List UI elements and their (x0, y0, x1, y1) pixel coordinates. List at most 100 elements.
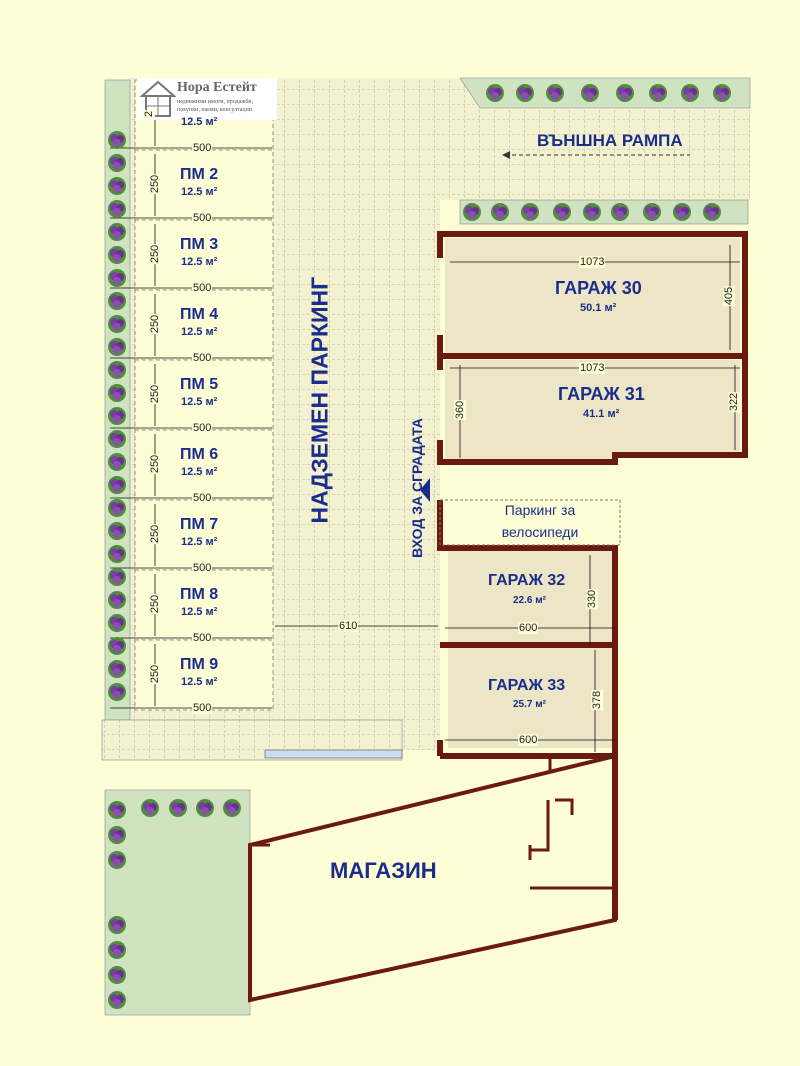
plant-icon (108, 246, 126, 264)
spot-label: ПМ 8 (180, 586, 219, 603)
dim-width: 500 (192, 562, 213, 574)
spot-area: 12.5 м² (181, 536, 218, 548)
spot-label: ПМ 6 (180, 446, 219, 463)
spot-area: 12.5 м² (181, 676, 218, 688)
plant-icon (108, 591, 126, 609)
plant-icon (681, 84, 699, 102)
plant-icon (108, 683, 126, 701)
dim-depth: 250 (149, 593, 162, 615)
plant-icon (108, 851, 126, 869)
spot-label: ПМ 5 (180, 376, 219, 393)
spot-area: 12.5 м² (181, 396, 218, 408)
planter-top (459, 77, 751, 109)
plant-icon (521, 203, 539, 221)
store-label: МАГАЗИН (330, 858, 437, 883)
plant-icon (643, 203, 661, 221)
logo: Нора Естейт недвижими имоти, продажби, п… (137, 78, 277, 120)
spot-area: 12.5 м² (181, 326, 218, 338)
dim-width: 500 (192, 142, 213, 154)
plant-icon (108, 637, 126, 655)
dim-depth: 250 (149, 243, 162, 265)
bike-parking-area (439, 499, 621, 546)
plant-icon (108, 499, 126, 517)
spot-label: ПМ 7 (180, 516, 219, 533)
plant-icon (108, 801, 126, 819)
garage-title: ГАРАЖ 32 (488, 572, 566, 589)
dim-width: 500 (192, 282, 213, 294)
garage-31-area (445, 360, 740, 460)
plant-icon (108, 941, 126, 959)
plant-icon (108, 177, 126, 195)
dim-depth: 250 (149, 313, 162, 335)
garage-area: 25.7 м² (513, 699, 546, 710)
garage-title: ГАРАЖ 33 (488, 677, 566, 694)
dim-depth: 330 (586, 588, 599, 610)
plant-icon (108, 407, 126, 425)
plant-icon (108, 916, 126, 934)
plant-icon (169, 799, 187, 817)
dim-width: 500 (192, 492, 213, 504)
garage-33-area (448, 648, 613, 748)
outer-ramp-label: ВЪНШНА РАМПА (537, 131, 683, 150)
dim-width: 500 (192, 352, 213, 364)
dim-width: 1073 (579, 256, 606, 268)
dim-depth: 250 (149, 453, 162, 475)
plant-icon (108, 292, 126, 310)
plant-icon (108, 568, 126, 586)
bike-parking-label-1: Паркинг за (504, 502, 576, 518)
spot-label: ПМ 4 (180, 306, 219, 323)
spot-label: ПМ 3 (180, 236, 219, 253)
garage-area: 22.6 м² (513, 595, 546, 606)
plant-icon (673, 203, 691, 221)
garage-title: ГАРАЖ 31 (558, 384, 645, 404)
plant-icon (108, 476, 126, 494)
dim-depth: 250 (149, 383, 162, 405)
garage-area: 41.1 м² (583, 408, 620, 420)
grate (264, 749, 403, 759)
spot-label: ПМ 2 (180, 166, 219, 183)
plant-icon (108, 991, 126, 1009)
dim-depth: 250 (149, 523, 162, 545)
plant-icon (108, 966, 126, 984)
plant-icon (108, 453, 126, 471)
dim-depth: 378 (591, 689, 604, 711)
bike-parking-label-2: велосипеди (501, 524, 579, 540)
plant-icon (108, 660, 126, 678)
plant-icon (108, 826, 126, 844)
spot-area: 12.5 м² (181, 606, 218, 618)
dim-width: 600 (518, 622, 539, 634)
plant-icon (713, 84, 731, 102)
dim-depth: 250 (149, 663, 162, 685)
plant-icon (583, 203, 601, 221)
plant-icon (108, 269, 126, 287)
plant-icon (108, 361, 126, 379)
spot-area: 12.5 м² (181, 186, 218, 198)
plant-icon (611, 203, 629, 221)
spot-area: 12.5 м² (181, 256, 218, 268)
plant-icon (463, 203, 481, 221)
plant-icon (108, 545, 126, 563)
plant-icon (108, 315, 126, 333)
dim-width: 500 (192, 632, 213, 644)
plant-icon (516, 84, 534, 102)
logo-name: Нора Естейт (177, 80, 257, 95)
dim-depth-left: 360 (454, 399, 467, 421)
ground-parking-label: НАДЗЕМЕН ПАРКИНГ (306, 276, 333, 524)
dim-depth: 405 (723, 285, 736, 307)
dim-depth: 250 (149, 173, 162, 195)
spot-label: ПМ 9 (180, 656, 219, 673)
plant-icon (108, 614, 126, 632)
plant-icon (141, 799, 159, 817)
plant-icon (108, 384, 126, 402)
entrance-arrow-icon (420, 478, 430, 502)
aisle-dim: 610 (338, 620, 359, 632)
planter-bottom (104, 789, 251, 1016)
plant-icon (703, 203, 721, 221)
plant-icon (108, 131, 126, 149)
dim-width: 500 (192, 702, 213, 714)
plant-icon (108, 430, 126, 448)
plant-icon (108, 223, 126, 241)
plant-icon (491, 203, 509, 221)
